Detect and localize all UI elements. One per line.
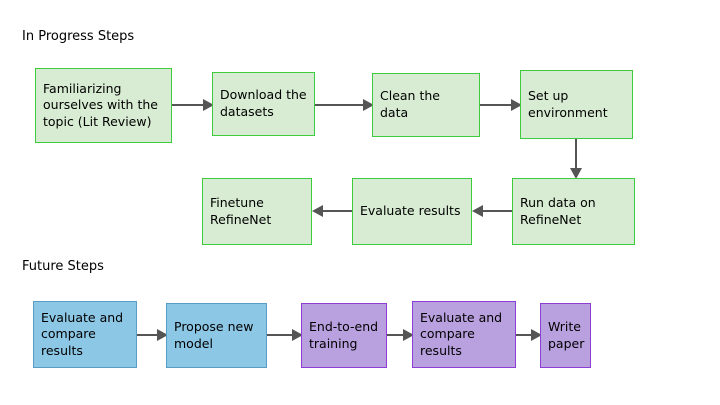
node-download-datasets[interactable]: Download the datasets (212, 72, 315, 136)
node-clean-the-data[interactable]: Clean the data (372, 73, 480, 137)
node-evaluate-and-compare-results-future[interactable]: Evaluate and compare results (33, 301, 137, 368)
edge-rundata-to-evaluate (472, 205, 512, 217)
edge-propose-to-endtoend (267, 329, 303, 341)
edge-evaluatecompare-to-propose (137, 329, 168, 341)
edge-evaluatecompare2-to-writepaper (516, 329, 542, 341)
node-propose-new-model[interactable]: Propose new model (166, 303, 267, 368)
node-evaluate-and-compare-results-final[interactable]: Evaluate and compare results (412, 301, 516, 368)
edge-endtoend-to-evaluatecompare2 (387, 329, 414, 341)
node-label: Evaluate results (360, 203, 461, 219)
node-write-paper[interactable]: Write paper (540, 303, 591, 368)
edge-setup-to-rundata (570, 139, 582, 179)
node-finetune-refinenet[interactable]: Finetune RefineNet (202, 178, 312, 245)
node-label: Set up environment (528, 87, 608, 120)
node-label: End-to-end training (309, 318, 379, 351)
node-label: Clean the data (380, 88, 440, 120)
node-set-up-environment[interactable]: Set up environment (520, 70, 633, 139)
node-familiarizing-lit-review[interactable]: Familiarizing ourselves with the topic (… (35, 68, 172, 143)
node-label: Evaluate and compare results (41, 309, 124, 358)
node-evaluate-results[interactable]: Evaluate results (352, 178, 472, 245)
section-title-in-progress: In Progress Steps (22, 29, 135, 44)
node-run-data-on-refinenet[interactable]: Run data on RefineNet (512, 178, 635, 245)
node-label: Write paper (548, 318, 585, 351)
node-label: Familiarizing ourselves with the topic (… (43, 80, 158, 129)
node-end-to-end-training[interactable]: End-to-end training (301, 303, 387, 368)
node-label: Run data on RefineNet (520, 194, 596, 227)
edge-evaluate-to-finetune (312, 205, 352, 217)
node-label: Propose new model (174, 318, 254, 351)
section-title-future: Future Steps (22, 259, 104, 274)
node-label: Evaluate and compare results (420, 309, 503, 358)
edge-clean-to-setup (480, 99, 522, 111)
node-label: Finetune RefineNet (210, 194, 272, 227)
node-label: Download the datasets (220, 87, 307, 119)
edge-familiarizing-to-download (172, 99, 214, 111)
edge-download-to-clean (315, 99, 374, 111)
